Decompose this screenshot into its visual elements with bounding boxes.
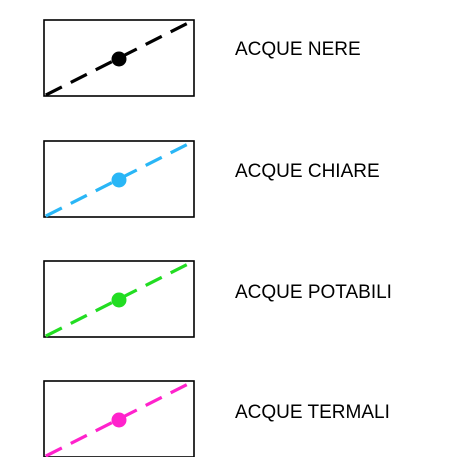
legend-symbol-acque-chiare [43,139,195,219]
legend-frame-acque-nere [43,19,195,97]
legend-label-acque-nere: ACQUE NERE [235,39,361,60]
legend-label-acque-potabili: ACQUE POTABILI [235,282,392,303]
legend-symbol-acque-termali [43,379,195,459]
legend-frame-acque-chiare [43,140,195,218]
legend-label-acque-chiare: ACQUE CHIARE [235,161,380,182]
legend-symbol-acque-potabili [43,259,195,339]
legend-dot-acque-nere [111,51,127,67]
legend-dot-acque-termali [111,412,127,428]
legend-dot-acque-potabili [111,292,127,308]
legend-symbol-acque-nere [43,18,195,98]
legend-frame-acque-potabili [43,260,195,338]
legend-dot-acque-chiare [111,172,127,188]
legend-label-acque-termali: ACQUE TERMALI [235,402,390,423]
